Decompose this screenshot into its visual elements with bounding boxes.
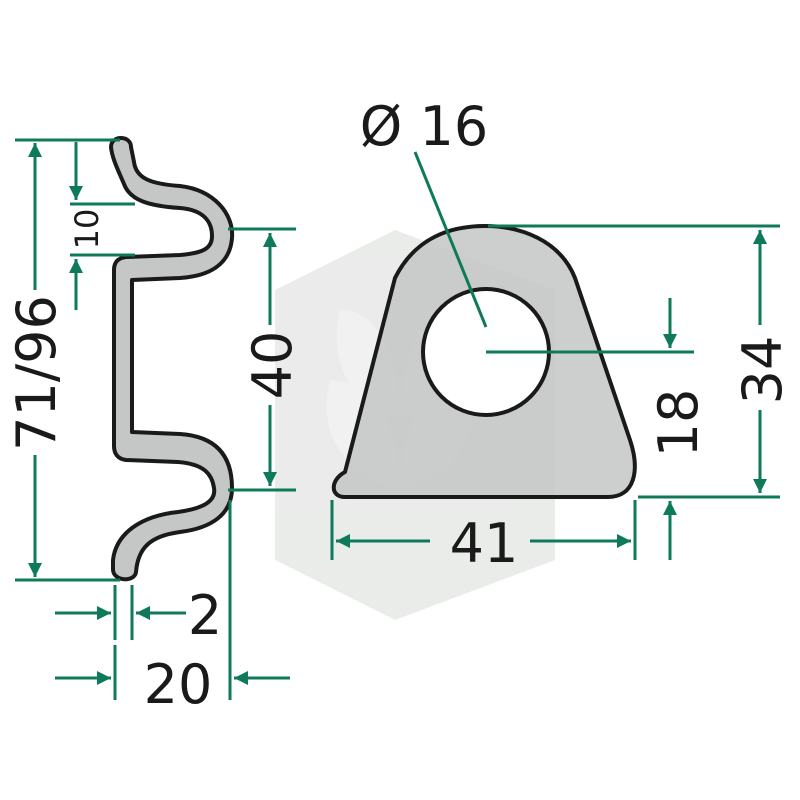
thickness-label: 2 bbox=[188, 584, 222, 647]
total-height-label: 34 bbox=[731, 336, 794, 405]
hole-center-height-label: 18 bbox=[647, 389, 710, 458]
dimension-lines bbox=[15, 138, 780, 700]
depth-label: 20 bbox=[144, 653, 213, 716]
front-plate-part bbox=[331, 224, 637, 499]
height-label: 71/96 bbox=[5, 295, 68, 451]
hole-diameter-label: Ø 16 bbox=[360, 95, 488, 158]
side-profile-part bbox=[109, 136, 235, 582]
offset-label: 10 bbox=[68, 209, 106, 250]
bend-height-label: 40 bbox=[241, 331, 304, 400]
width-label: 41 bbox=[450, 512, 519, 575]
